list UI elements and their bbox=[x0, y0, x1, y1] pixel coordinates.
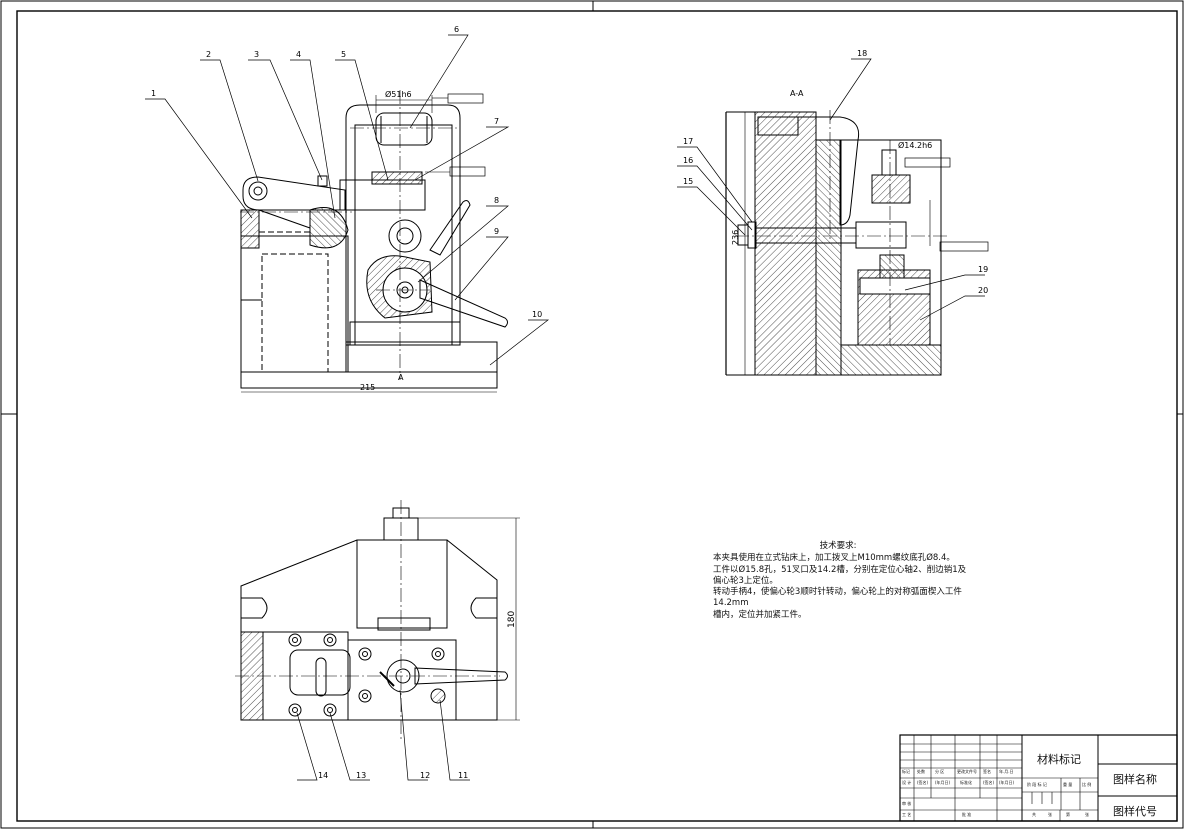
fit-dimension: Ø14.2h6 bbox=[898, 140, 932, 150]
tb-sheet: 第 bbox=[1066, 812, 1070, 817]
tb-weight: 重 量 bbox=[1063, 782, 1073, 787]
tb-design: 设 计 bbox=[902, 780, 912, 785]
tb-header-sign: 签名 bbox=[983, 769, 991, 774]
balloon-8: 8 bbox=[494, 196, 499, 205]
bore-dimension: Ø51h6 bbox=[385, 89, 412, 99]
tb-check: 审 核 bbox=[902, 801, 912, 806]
tech-requirement-line-1: 本夹具使用在立式钻床上，加工拨叉上M10mm螺纹底孔Ø8.4。 bbox=[713, 553, 955, 564]
balloon-2: 2 bbox=[206, 50, 211, 59]
tb-design-date: (年月日) bbox=[935, 780, 951, 785]
front-view bbox=[240, 90, 508, 393]
tech-requirement-line-5: 14.2mm bbox=[713, 598, 749, 609]
balloon-1: 1 bbox=[151, 89, 156, 98]
tb-standard: 标准化 bbox=[960, 780, 972, 785]
top-view bbox=[235, 500, 520, 740]
tb-header-doc: 更改文件号 bbox=[957, 769, 977, 774]
tb-stage-mark: 阶 段 标 记 bbox=[1027, 782, 1047, 787]
material-label: 材料标记 bbox=[1037, 753, 1081, 766]
title-block bbox=[899, 734, 1178, 822]
tb-header-zone: 分 区 bbox=[935, 769, 945, 774]
balloon-3: 3 bbox=[254, 50, 259, 59]
tb-scale: 比 例 bbox=[1082, 782, 1092, 787]
tb-approve: 批 准 bbox=[962, 812, 972, 817]
balloon-12: 12 bbox=[420, 771, 430, 780]
section-balloons: 18 17 16 15 19 20 bbox=[683, 49, 988, 295]
tech-requirement-line-2: 工件以Ø15.8孔，51叉口及14.2槽，分别在定位心轴2、削边销1及 bbox=[713, 564, 967, 575]
tech-requirements-title: 技术要求: bbox=[819, 541, 857, 551]
section-leaders bbox=[677, 58, 985, 321]
top-balloons: 14 13 12 11 bbox=[318, 771, 468, 780]
tb-header-count: 处数 bbox=[917, 769, 925, 774]
tb-standard-sign: (签名) bbox=[983, 780, 995, 785]
tb-header-date: 年.月.日 bbox=[999, 769, 1014, 774]
balloon-6: 6 bbox=[454, 25, 459, 34]
tb-design-sign: (签名) bbox=[917, 780, 929, 785]
balloon-15: 15 bbox=[683, 177, 693, 186]
balloon-18: 18 bbox=[857, 49, 867, 58]
balloon-4: 4 bbox=[296, 50, 301, 59]
tb-standard-date: (年月日) bbox=[999, 780, 1015, 785]
balloon-17: 17 bbox=[683, 137, 693, 146]
balloon-16: 16 bbox=[683, 156, 693, 165]
balloon-9: 9 bbox=[494, 227, 499, 236]
drawing-name-label: 图样名称 bbox=[1113, 773, 1157, 786]
front-leaders bbox=[145, 34, 550, 366]
balloon-19: 19 bbox=[978, 265, 988, 274]
balloon-10: 10 bbox=[532, 310, 542, 319]
top-height-dimension: 180 bbox=[507, 611, 517, 628]
tb-header-mark: 标记 bbox=[902, 769, 910, 774]
section-view bbox=[725, 110, 989, 376]
section-title: A-A bbox=[790, 89, 804, 98]
tb-total: 共 bbox=[1032, 812, 1036, 817]
tech-requirement-line-4: 转动手柄4，使偏心轮3顺时针转动，偏心轮上的对称弧面楔入工件 bbox=[713, 587, 962, 598]
tb-sheet-unit: 张 bbox=[1085, 812, 1089, 817]
section-height-dimension: 236 bbox=[731, 230, 740, 245]
front-balloons: 1 2 3 4 5 6 7 8 9 10 bbox=[151, 25, 542, 319]
drawing-number-label: 图样代号 bbox=[1113, 805, 1157, 818]
balloon-14: 14 bbox=[318, 771, 328, 780]
balloon-11: 11 bbox=[458, 771, 468, 780]
balloon-7: 7 bbox=[494, 117, 499, 126]
tech-requirement-line-3: 偏心轮3上定位。 bbox=[713, 575, 778, 586]
tb-process: 工 艺 bbox=[902, 812, 912, 817]
tech-requirement-line-6: 槽内，定位并加紧工件。 bbox=[713, 609, 807, 620]
balloon-13: 13 bbox=[356, 771, 366, 780]
balloon-5: 5 bbox=[341, 50, 346, 59]
balloon-20: 20 bbox=[978, 286, 988, 295]
top-leaders bbox=[296, 689, 470, 781]
section-mark-a: A bbox=[398, 373, 404, 382]
width-dimension: 215 bbox=[360, 383, 375, 392]
technical-requirements: 技术要求: 本夹具使用在立式钻床上，加工拨叉上M10mm螺纹底孔Ø8.4。 工件… bbox=[713, 541, 1013, 621]
tb-total-unit: 张 bbox=[1048, 812, 1052, 817]
